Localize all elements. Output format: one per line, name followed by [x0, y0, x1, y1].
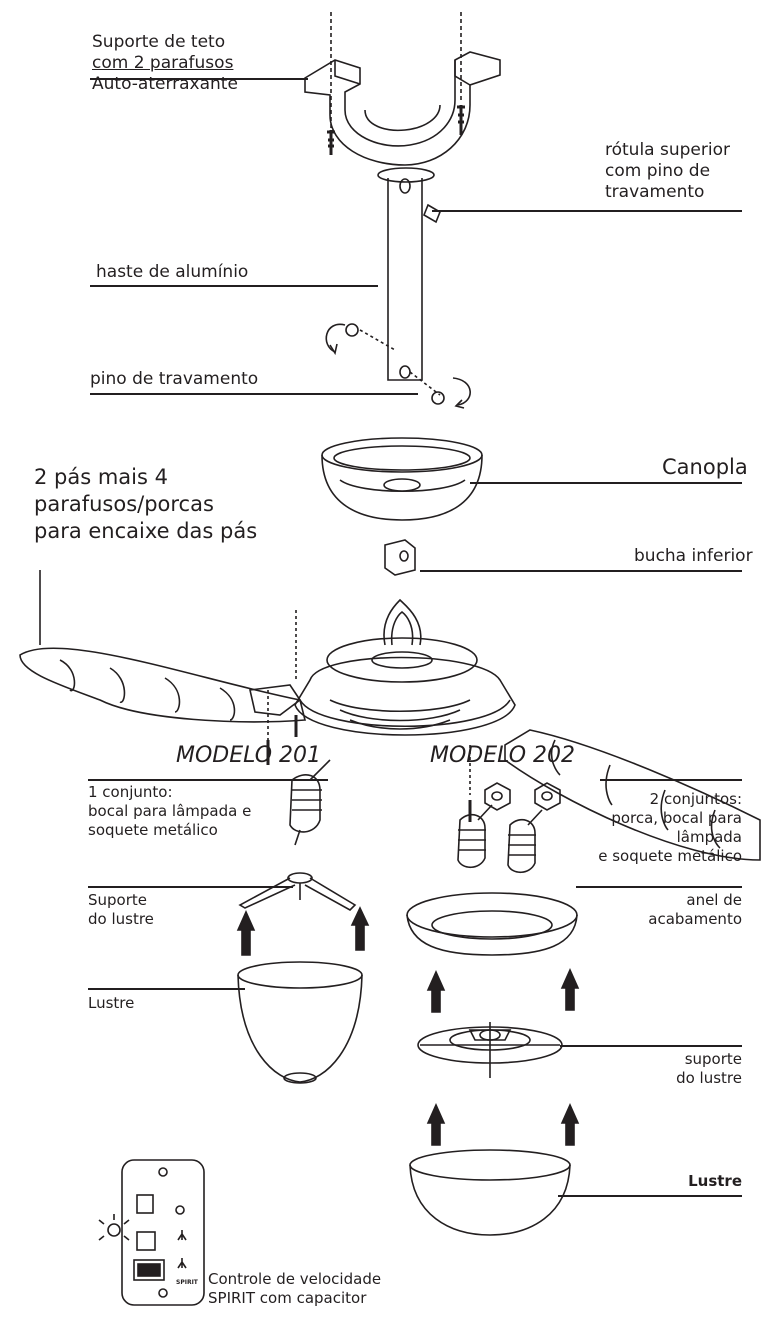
label-light-support-202: suporte do lustre — [676, 1050, 742, 1087]
model202-arrows — [426, 968, 580, 1146]
leader-support-202 — [560, 1045, 742, 1047]
label-set-201: 1 conjunto: bocal para lâmpada e soquete… — [88, 783, 252, 839]
label-lock-pin: pino de travamento — [90, 369, 259, 389]
leader-set-201 — [88, 779, 328, 781]
leader-set-202 — [600, 779, 742, 781]
model202-support-drawing — [417, 1022, 563, 1078]
canopy-drawing — [321, 437, 483, 521]
model201-arrows — [236, 906, 370, 956]
leader-lower-bushing — [420, 570, 742, 572]
model201-spider-drawing — [238, 872, 357, 911]
label-upper-ball: rótula superior com pino de travamento — [605, 140, 730, 202]
ceiling-bracket-drawing — [304, 12, 501, 166]
label-model-202: MODELO 202 — [430, 743, 576, 768]
leader-spider-201 — [88, 886, 293, 888]
leader-ceiling-bracket — [90, 78, 308, 80]
label-ceiling-bracket: Suporte de teto com 2 parafusos Auto-ate… — [92, 32, 238, 94]
rod-drawing — [325, 167, 471, 409]
right-blade-drawing — [468, 729, 761, 861]
label-lower-bushing: bucha inferior — [634, 546, 753, 566]
label-rod: haste de alumínio — [96, 262, 249, 282]
leader-shade-202 — [558, 1195, 742, 1197]
speed-control-drawing — [98, 1159, 205, 1306]
motor-drawing — [294, 598, 516, 736]
label-light-support-201: Suporte do lustre — [88, 891, 154, 928]
control-panel-brand: SPIRIT — [176, 1279, 198, 1286]
lower-bushing-drawing — [384, 539, 416, 576]
label-speed-control: Controle de velocidade SPIRIT com capaci… — [208, 1270, 382, 1307]
leader-shade-201 — [88, 988, 245, 990]
left-blade-drawing — [19, 610, 307, 765]
model202-nuts-drawing — [484, 782, 561, 811]
model201-shade-drawing — [237, 961, 363, 1084]
model202-ring-drawing — [406, 892, 578, 956]
label-canopy: Canopla — [662, 455, 748, 479]
model202-sockets-drawing — [457, 804, 543, 874]
leader-canopy — [470, 482, 742, 484]
model202-shade-drawing — [409, 1149, 571, 1236]
label-shade-201: Lustre — [88, 994, 135, 1012]
label-model-201: MODELO 201 — [176, 743, 322, 768]
label-finish-ring: anel de acabamento — [648, 891, 742, 928]
model201-socket-drawing — [289, 759, 331, 846]
leader-rod — [90, 285, 378, 287]
label-blades: 2 pás mais 4 parafusos/porcas para encai… — [34, 465, 258, 543]
leader-upper-ball — [432, 210, 742, 212]
label-shade-202: Lustre — [688, 1172, 742, 1190]
leader-ring-202 — [576, 886, 742, 888]
label-set-202: 2 conjuntos: porca, bocal para lâmpada e… — [598, 790, 742, 865]
leader-lock-pin — [90, 393, 418, 395]
